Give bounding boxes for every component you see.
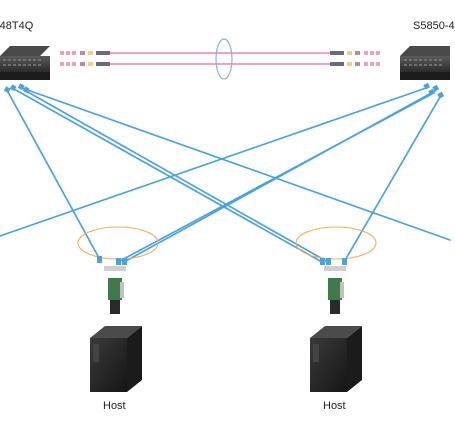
cable-left-to-edge [21, 87, 451, 241]
host-cables [0, 87, 451, 263]
host2-lag-ring [295, 226, 377, 260]
host1-nic-bracket [104, 266, 126, 271]
cable-right-to-host2-a [343, 96, 441, 263]
cable-left-to-host2-a [13, 88, 323, 263]
host1-nic-connectors [97, 256, 127, 265]
right-trunk-connectors [330, 51, 380, 66]
switch-left [0, 46, 50, 80]
cable-right-to-host1-b [123, 90, 436, 263]
host2-nic-card [328, 278, 344, 314]
host1-group [77, 226, 159, 392]
cable-right-to-edge [0, 87, 427, 237]
cable-left-to-host1-a [7, 91, 100, 259]
host2-nic-bracket [324, 266, 346, 271]
left-trunk-connectors [60, 51, 110, 66]
host1-label: Host [103, 400, 126, 412]
host1-nic-card [108, 278, 124, 314]
host2-nic-connectors [320, 258, 347, 265]
switch-left-label: -48T4Q [0, 20, 34, 32]
switch-cable-heads [3, 82, 445, 99]
switch-right-label: S5850-4 [413, 20, 455, 32]
host2-group [295, 226, 377, 392]
interswitch-cables [60, 38, 380, 80]
switch-right [400, 46, 450, 80]
host2-computer [310, 326, 362, 392]
host1-computer [90, 326, 142, 392]
interswitch-lag-ring [215, 38, 233, 80]
host2-label: Host [323, 400, 346, 412]
cable-left-to-host2-b [25, 90, 329, 263]
